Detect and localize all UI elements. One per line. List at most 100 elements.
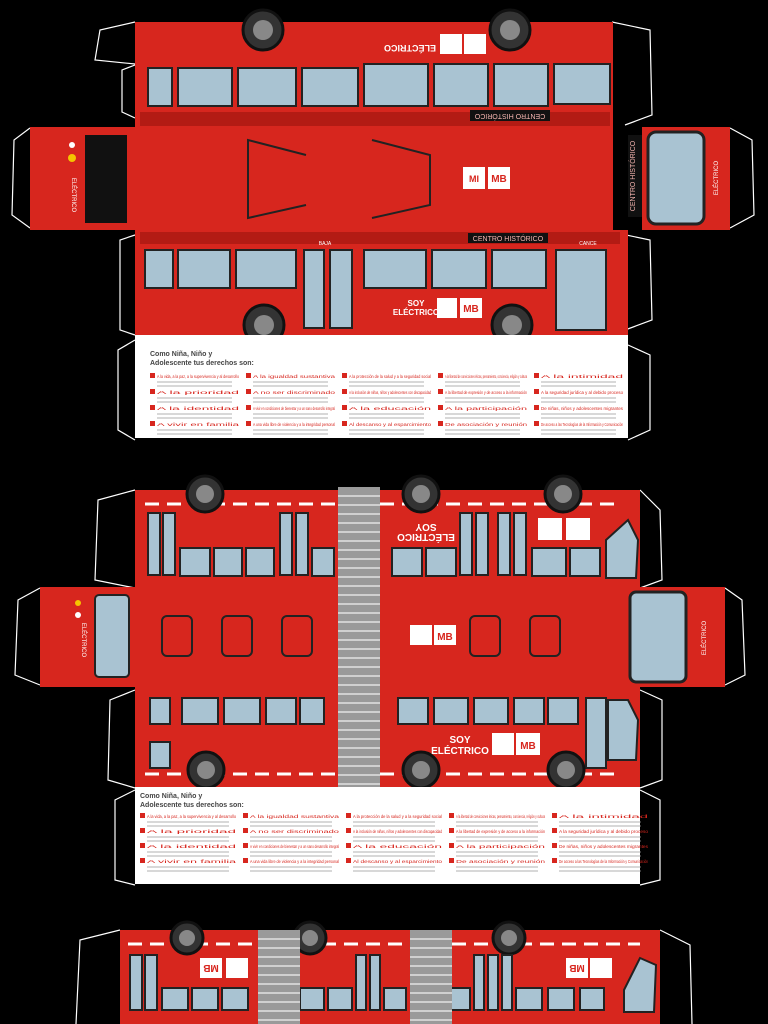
bus1-rights-heading-2: Adolescente tus derechos son: [150, 360, 254, 367]
bus2-net: SOY ELÉCTRICO MB ELÉCTRICO ELÉCTRICO [14, 474, 746, 886]
rights-item: A la prioridad [147, 829, 238, 834]
bus1-roof-route-sign [628, 135, 642, 217]
bus1-roof [135, 127, 613, 230]
rights-bullet [552, 813, 557, 818]
rights-item: A no ser discriminado [250, 829, 340, 834]
rights-item: A no ser discriminado [253, 390, 336, 395]
rights-item: A la igualdad sustantiva [250, 814, 340, 819]
rights-item: A vivir en condiciones de bienestar y a … [250, 844, 339, 849]
rights-bullet [534, 405, 539, 410]
rights-bullet [243, 813, 248, 818]
rights-bullet [552, 843, 557, 848]
rights-bullet [246, 405, 251, 410]
rights-item: De asociación y reunión [445, 422, 528, 427]
rights-item: Al descanso y al esparcimiento [353, 859, 443, 864]
bus1-rear-label: ELÉCTRICO [70, 178, 77, 213]
bus3-wheels [169, 920, 527, 956]
rights-bullet [150, 389, 155, 394]
rights-item: Al descanso y al esparcimiento [349, 422, 432, 427]
rights-item: De acceso a las Tecnologías de la Inform… [541, 422, 623, 427]
bus1-side-top-route-text: CENTRO HISTÓRICO [474, 112, 545, 121]
rights-bullet [346, 828, 351, 833]
bus2-front-label: ELÉCTRICO [701, 621, 708, 656]
rights-bullet [342, 389, 347, 394]
rights-item: A la libertad de expresión y de acceso a… [456, 829, 545, 834]
bus1-front-label: ELÉCTRICO [713, 161, 720, 196]
rights-bullet [346, 858, 351, 863]
bus1-glue-tabs [11, 21, 755, 441]
rights-bullet [140, 843, 145, 848]
rights-item: A la educación [349, 406, 432, 411]
rights-item: A vivir en familia [147, 859, 237, 864]
rights-item: De niñas, niños y adolescentes migrantes [559, 844, 649, 849]
bus2-rights-heading-2: Adolescente tus derechos son: [140, 802, 244, 809]
bus2-roof-hatches [161, 615, 561, 657]
bus3-brand-logo-2: MB [569, 962, 585, 973]
bus1-roof-logos [463, 167, 510, 189]
rights-item: A la inclusión de niñas, niños y adolesc… [353, 829, 442, 834]
rights-bullet [438, 405, 443, 410]
rights-bullet [246, 421, 251, 426]
bus2-side-top-windows [147, 512, 640, 579]
rights-item: A la identidad [157, 406, 240, 411]
bus1-rights-list: A la vida, a la paz, a la supervivencia … [150, 373, 625, 435]
rights-item: A la protección de la salud y a la segur… [353, 814, 442, 819]
bus1-side-top-wheels [241, 8, 532, 52]
rights-bullet [438, 389, 443, 394]
bus3-glue-tabs [75, 929, 693, 1024]
rights-item: A la inclusión de niñas, niños y adolesc… [349, 390, 431, 395]
rights-bullet [243, 828, 248, 833]
bus1-slogan-line2: ELÉCTRICO [393, 308, 439, 317]
rights-item: A la seguridad jurídica y al debido proc… [541, 390, 623, 395]
rights-item: A la vida, a la paz, a la supervivencia … [147, 814, 236, 819]
bus1-side-top-logos [440, 34, 486, 54]
rights-bullet [534, 389, 539, 394]
bus1-side-bottom-route-sign [468, 233, 548, 243]
rights-bullet [534, 421, 539, 426]
bus1-roof-brand-logo: MB [491, 174, 507, 185]
bus1-side-top-windows [147, 63, 611, 107]
bus3-net: MB MB [75, 920, 693, 1024]
bus2-rear-window [94, 594, 130, 678]
rights-bullet [346, 813, 351, 818]
rights-item: A la participación [456, 844, 546, 849]
rights-bullet [150, 373, 155, 378]
rights-bullet [342, 373, 347, 378]
rights-item: A la identidad [147, 844, 238, 849]
bus2-brand-logo: MB [520, 741, 536, 752]
rights-bullet [449, 858, 454, 863]
rights-item: A la igualdad sustantiva [253, 374, 336, 379]
rights-bullet [140, 858, 145, 863]
rights-item: A la participación [445, 406, 528, 411]
bus2-rights-heading-1: Como Niña, Niño y [140, 793, 202, 800]
rights-bullet [246, 373, 251, 378]
bus1-brand-logo: MB [463, 304, 479, 315]
bus2-roof [135, 587, 640, 687]
rights-bullet [243, 843, 248, 848]
rights-item: A una vida libre de violencia y a la int… [250, 859, 339, 864]
rights-bullet [342, 421, 347, 426]
bus2-front-windshield [628, 590, 688, 684]
bus2-side-top-slogan-1: SOY [415, 521, 436, 532]
bus2-rear-label: ELÉCTRICO [80, 623, 87, 658]
bus2-side-top-slogan-2: ELÉCTRICO [397, 531, 455, 544]
bus2-glue-tabs [14, 489, 746, 886]
rights-item: A una vida libre de violencia y a la int… [253, 422, 335, 427]
bus1-side-top-route-sign [470, 110, 550, 121]
bus2-roof-brand-logo: MB [437, 632, 453, 643]
rights-bullet [140, 828, 145, 833]
rights-bullet [449, 813, 454, 818]
bus2-accordion [338, 487, 380, 787]
rights-bullet [342, 405, 347, 410]
rights-item: A la educación [353, 844, 443, 849]
bus2-side-top-wheels [185, 474, 583, 514]
rights-bullet [552, 858, 557, 863]
bus1-rights-panel [135, 335, 628, 438]
rights-bullet [346, 843, 351, 848]
bus1-slogan-line1: SOY [408, 299, 426, 308]
bus1-side-marker-left: BAJA [319, 241, 332, 247]
rights-bullet [246, 389, 251, 394]
bus3-brand-logo: MB [203, 962, 219, 973]
rights-bullet [140, 813, 145, 818]
